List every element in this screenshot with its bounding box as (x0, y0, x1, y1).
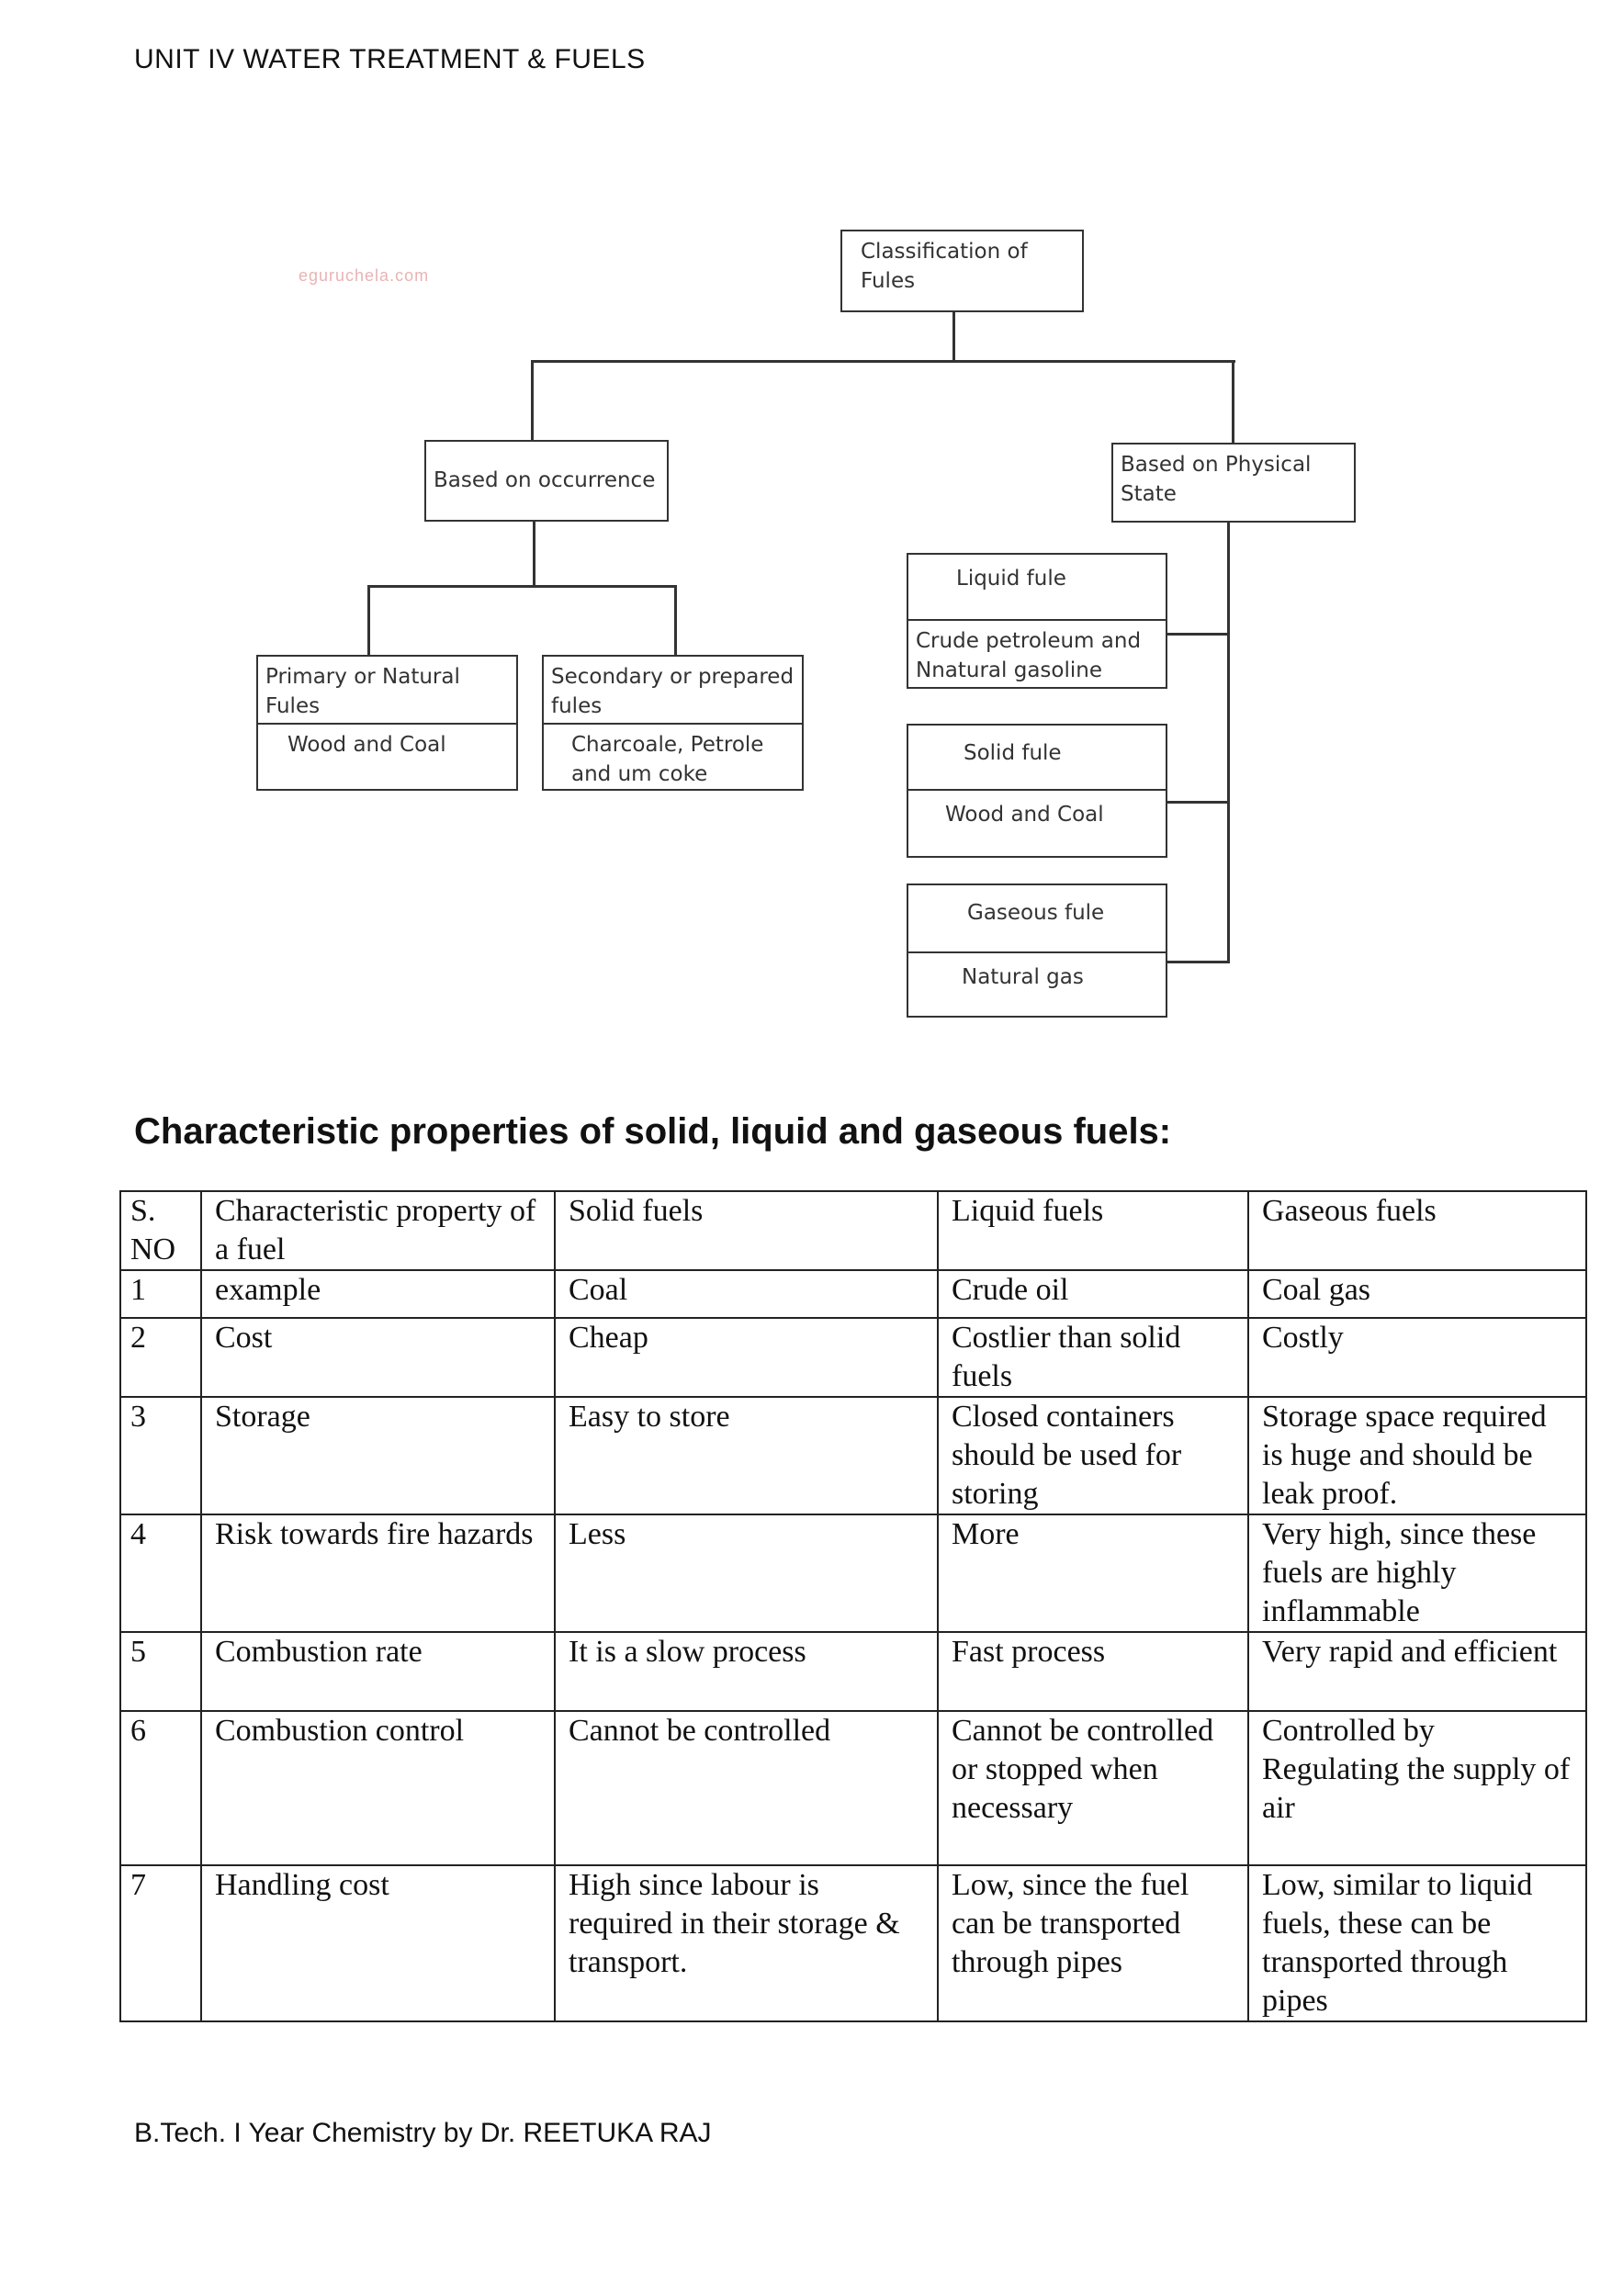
cell-solid: Cannot be controlled (554, 1710, 939, 1866)
cell-property: Combustion control (200, 1710, 556, 1866)
cell-liquid: Low, since the fuel can be transported t… (937, 1864, 1249, 2022)
solid-fuel-examples: Wood and Coal (945, 803, 1104, 827)
cell-property: Storage (200, 1396, 556, 1515)
table-row: 3 Storage Easy to store Closed container… (119, 1396, 1587, 1515)
cell-liquid: Fast process (937, 1631, 1249, 1712)
liquid-fuel-node: Liquid fule Crude petroleum and Nnatural… (907, 553, 1167, 689)
cell-sno: 2 (119, 1317, 202, 1398)
table-row: 1 example Coal Crude oil Coal gas (119, 1269, 1587, 1319)
header-solid: Solid fuels (554, 1190, 939, 1271)
header-property: Characteristic property of a fuel (200, 1190, 556, 1271)
cell-property: Combustion rate (200, 1631, 556, 1712)
connector-to-primary (367, 585, 370, 655)
table-row: 4 Risk towards fire hazards Less More Ve… (119, 1514, 1587, 1633)
watermark: eguruchela.com (299, 266, 430, 285)
header-sno: S. NO (119, 1190, 202, 1271)
occurrence-node: Based on occurrence (424, 440, 669, 522)
gaseous-fuel-title: Gaseous fule (967, 901, 1105, 925)
connector-to-physical (1232, 360, 1234, 443)
cell-solid: It is a slow process (554, 1631, 939, 1712)
cell-solid: Cheap (554, 1317, 939, 1398)
liquid-fuel-title: Liquid fule (956, 567, 1066, 591)
physical-state-node-label: Based on Physical State (1121, 453, 1312, 506)
cell-liquid: Crude oil (937, 1269, 1249, 1319)
header-liquid: Liquid fuels (937, 1190, 1249, 1271)
connector-to-solid (1165, 801, 1229, 804)
cell-gaseous: Very rapid and efficient (1247, 1631, 1587, 1712)
table-row: 2 Cost Cheap Costlier than solid fuels C… (119, 1317, 1587, 1398)
gaseous-fuel-examples: Natural gas (962, 965, 1084, 989)
cell-solid: Less (554, 1514, 939, 1633)
header-gaseous: Gaseous fuels (1247, 1190, 1587, 1271)
table-header-row: S. NO Characteristic property of a fuel … (119, 1190, 1587, 1271)
cell-gaseous: Controlled by Regulating the supply of a… (1247, 1710, 1587, 1866)
physical-state-node: Based on Physical State (1111, 443, 1356, 523)
cell-property: Risk towards fire hazards (200, 1514, 556, 1633)
cell-solid: Coal (554, 1269, 939, 1319)
classification-diagram: Classification of Fules Based on occurre… (0, 0, 1623, 1047)
table-row: 6 Combustion control Cannot be controlle… (119, 1710, 1587, 1866)
connector-root-down (952, 312, 955, 363)
cell-gaseous: Very high, since these fuels are highly … (1247, 1514, 1587, 1633)
root-node-label: Classification of Fules (861, 240, 1028, 293)
gaseous-fuel-node: Gaseous fule Natural gas (907, 884, 1167, 1018)
cell-gaseous: Costly (1247, 1317, 1587, 1398)
connector-physical-spine (1227, 521, 1230, 963)
cell-gaseous: Low, similar to liquid fuels, these can … (1247, 1864, 1587, 2022)
section-title: Characteristic properties of solid, liqu… (134, 1111, 1172, 1152)
solid-fuel-title: Solid fule (964, 741, 1062, 765)
page-footer: B.Tech. I Year Chemistry by Dr. REETUKA … (134, 2118, 712, 2148)
primary-fuels-examples: Wood and Coal (287, 733, 446, 757)
table-row: 5 Combustion rate It is a slow process F… (119, 1631, 1587, 1712)
secondary-fuels-examples: Charcoale, Petrole and um coke (571, 733, 764, 786)
cell-sno: 6 (119, 1710, 202, 1866)
cell-liquid: Costlier than solid fuels (937, 1317, 1249, 1398)
cell-solid: High since labour is required in their s… (554, 1864, 939, 2022)
cell-gaseous: Storage space required is huge and shoul… (1247, 1396, 1587, 1515)
cell-gaseous: Coal gas (1247, 1269, 1587, 1319)
primary-fuels-title: Primary or Natural Fules (265, 665, 460, 718)
cell-sno: 3 (119, 1396, 202, 1515)
connector-occurrence-horizontal (367, 585, 677, 588)
cell-solid: Easy to store (554, 1396, 939, 1515)
table-row: 7 Handling cost High since labour is req… (119, 1864, 1587, 2022)
connector-to-occurrence (531, 360, 534, 440)
connector-to-liquid (1165, 633, 1229, 636)
cell-sno: 7 (119, 1864, 202, 2022)
liquid-fuel-examples: Crude petroleum and Nnatural gasoline (916, 629, 1142, 682)
cell-liquid: Cannot be controlled or stopped when nec… (937, 1710, 1249, 1866)
cell-liquid: Closed containers should be used for sto… (937, 1396, 1249, 1515)
solid-fuel-node: Solid fule Wood and Coal (907, 724, 1167, 858)
cell-sno: 4 (119, 1514, 202, 1633)
occurrence-node-label: Based on occurrence (434, 468, 656, 492)
cell-property: Cost (200, 1317, 556, 1398)
cell-liquid: More (937, 1514, 1249, 1633)
primary-fuels-node: Primary or Natural Fules Wood and Coal (256, 655, 518, 791)
cell-sno: 5 (119, 1631, 202, 1712)
fuel-properties-table: S. NO Characteristic property of a fuel … (119, 1190, 1587, 2022)
connector-to-gaseous (1165, 961, 1229, 963)
root-node: Classification of Fules (840, 230, 1084, 312)
cell-property: Handling cost (200, 1864, 556, 2022)
connector-occurrence-down (533, 522, 535, 588)
secondary-fuels-title: Secondary or prepared fules (551, 665, 795, 718)
page-header: UNIT IV WATER TREATMENT & FUELS (134, 44, 646, 74)
connector-to-secondary (674, 585, 677, 655)
secondary-fuels-node: Secondary or prepared fules Charcoale, P… (542, 655, 804, 791)
cell-sno: 1 (119, 1269, 202, 1319)
cell-property: example (200, 1269, 556, 1319)
connector-root-horizontal (531, 360, 1235, 363)
